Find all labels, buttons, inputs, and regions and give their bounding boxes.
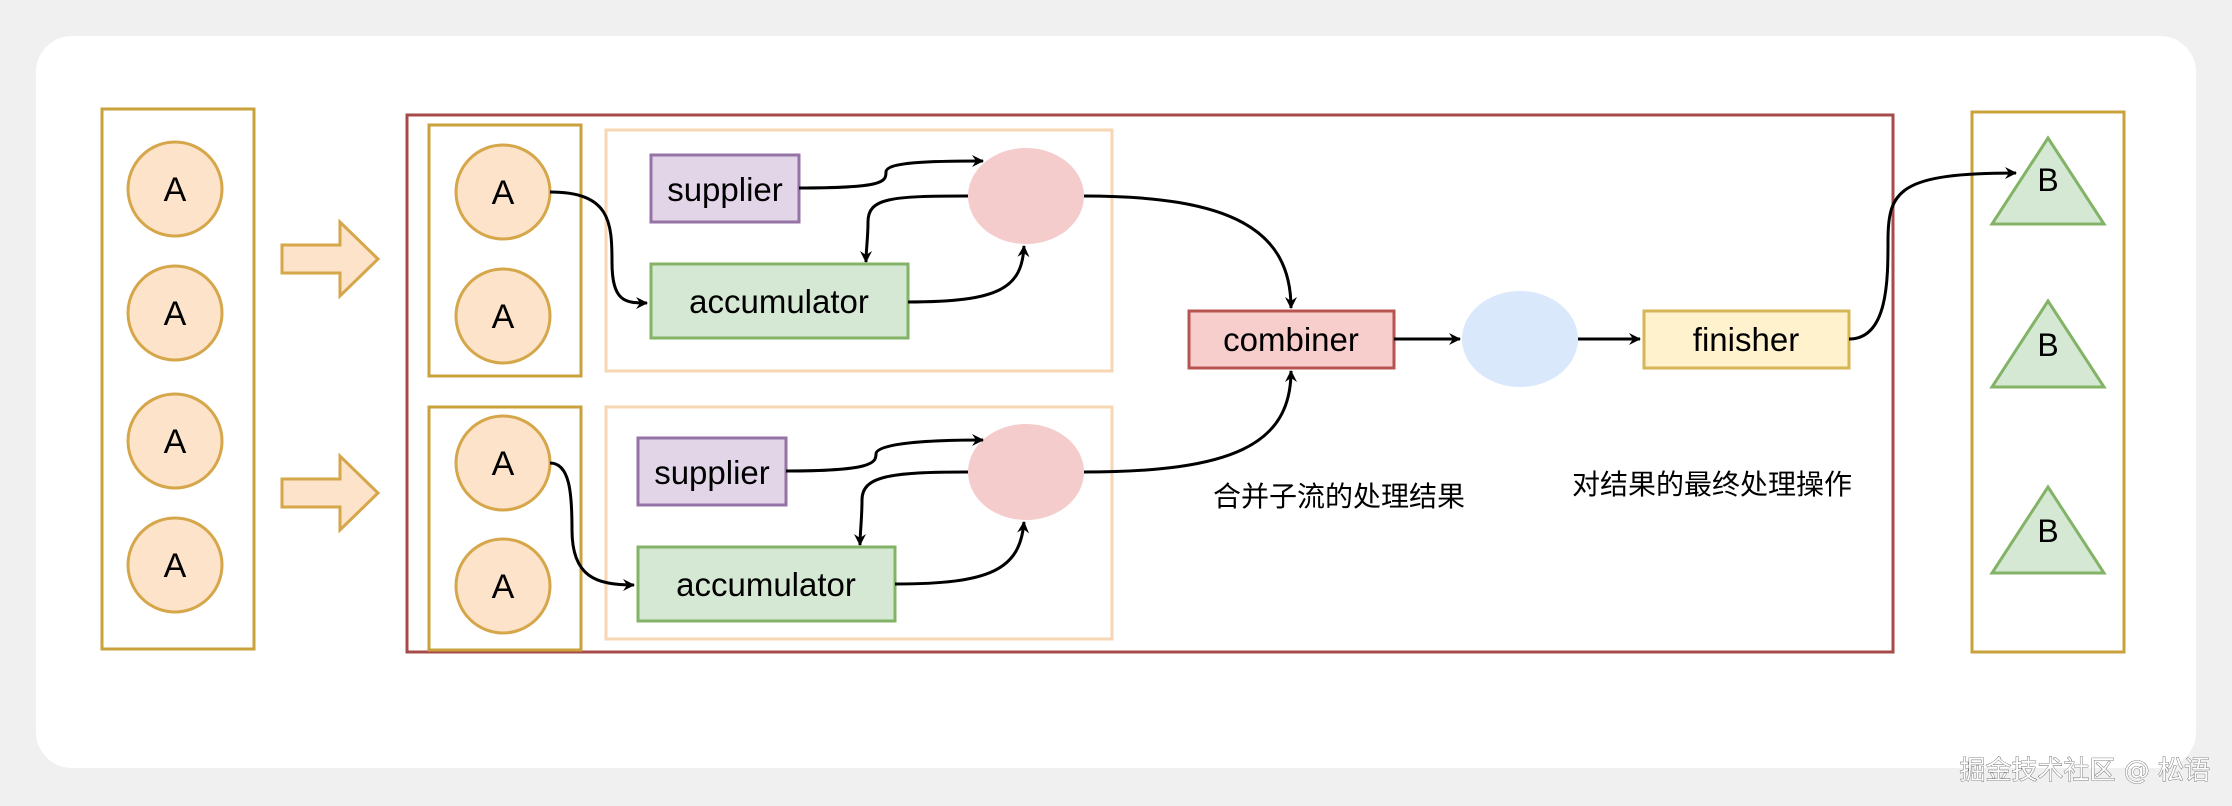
svg-text:A: A xyxy=(164,171,187,209)
svg-text:finisher: finisher xyxy=(1693,321,1799,358)
substream-1-container xyxy=(968,148,1084,244)
substream-2-container xyxy=(968,424,1084,520)
combiner-caption: 合并子流的处理结果 xyxy=(1213,480,1465,513)
substream-1-item-to-accumulator-arrow xyxy=(549,190,648,309)
svg-text:supplier: supplier xyxy=(667,171,783,208)
svg-text:A: A xyxy=(492,445,515,483)
substream-1-item-1: A xyxy=(454,143,552,241)
output-stream-group xyxy=(1970,110,2126,654)
substream-2-accumulator: accumulator xyxy=(636,545,897,623)
substream-1-container-to-accumulator-arrow xyxy=(860,194,969,263)
substream-1-container-to-combiner-arrow xyxy=(1083,194,1297,309)
substream-1-supplier-to-container-arrow xyxy=(798,155,984,190)
svg-text:A: A xyxy=(492,568,515,606)
svg-text:A: A xyxy=(492,298,515,336)
input-item-1: A xyxy=(126,140,224,238)
substream-2-supplier-to-container-arrow xyxy=(785,434,984,473)
substream-2-stage-box xyxy=(604,405,1114,641)
substream-1-accumulator: accumulator xyxy=(649,262,910,340)
substream-2-container-to-accumulator-arrow xyxy=(854,470,969,546)
input-item-4: A xyxy=(126,516,224,614)
input-stream-group xyxy=(100,107,256,651)
finisher-to-output-arrow xyxy=(1848,167,2017,341)
svg-text:A: A xyxy=(164,547,187,585)
substream-2-item-2: A xyxy=(454,537,552,635)
svg-text:A: A xyxy=(164,423,187,461)
substream-1-stage-box xyxy=(604,128,1114,373)
svg-text:supplier: supplier xyxy=(654,454,770,491)
combined-result-container xyxy=(1462,291,1578,387)
substream-1-accumulator-to-container-arrow xyxy=(907,245,1030,304)
split-arrow-bottom-icon xyxy=(280,452,381,534)
watermark: 掘金技术社区 @ 松语 xyxy=(1959,756,2210,786)
svg-text:A: A xyxy=(492,174,515,212)
substream-2-item-to-accumulator-arrow xyxy=(549,461,635,591)
output-item-1: B xyxy=(1989,135,2107,226)
svg-text:combiner: combiner xyxy=(1223,321,1359,358)
svg-text:B: B xyxy=(2037,162,2058,198)
finisher-node: finisher xyxy=(1642,309,1851,370)
input-item-2: A xyxy=(126,264,224,362)
combiner-node: combiner xyxy=(1187,309,1396,370)
svg-text:accumulator: accumulator xyxy=(689,283,869,320)
svg-text:B: B xyxy=(2037,327,2058,363)
substream-2-accumulator-to-container-arrow xyxy=(894,521,1030,586)
svg-text:B: B xyxy=(2037,513,2058,549)
input-item-3: A xyxy=(126,392,224,490)
svg-text:A: A xyxy=(164,295,187,333)
substream-1-supplier: supplier xyxy=(649,153,801,224)
svg-text:accumulator: accumulator xyxy=(676,566,856,603)
substream-1-items-group xyxy=(427,123,583,378)
substream-2-item-1: A xyxy=(454,414,552,512)
split-arrow-top-icon xyxy=(280,218,381,300)
output-item-2: B xyxy=(1989,298,2107,389)
finisher-caption: 对结果的最终处理操作 xyxy=(1572,468,1852,501)
collector-boundary xyxy=(405,113,1895,654)
substream-2-items-group xyxy=(427,405,583,652)
substream-2-container-to-combiner-arrow xyxy=(1083,370,1297,474)
diagram-card xyxy=(36,36,2196,768)
substream-2-supplier: supplier xyxy=(636,436,788,507)
output-item-3: B xyxy=(1989,484,2107,575)
substream-1-item-2: A xyxy=(454,267,552,365)
